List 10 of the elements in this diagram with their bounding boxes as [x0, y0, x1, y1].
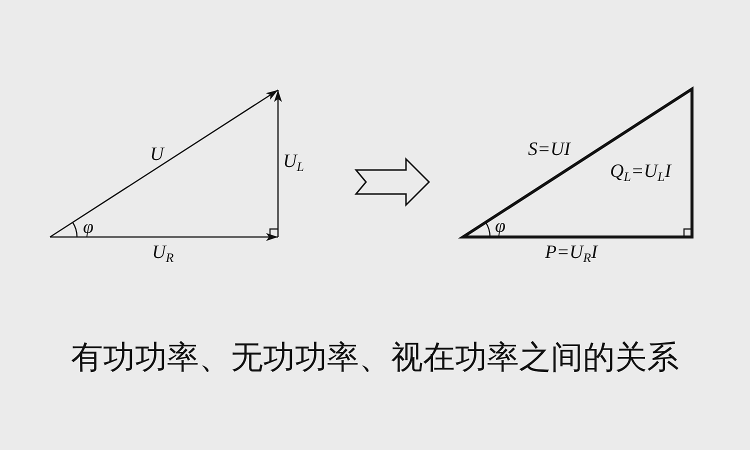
vector-label: U$_{L}$ — [283, 152, 304, 171]
angle-label: φ — [495, 217, 506, 236]
caption: 有功功率、无功功率、视在功率之间的关系 — [70, 338, 680, 376]
formula-label: P=U$_{R}$I — [545, 243, 598, 262]
formula-label: Q$_{L}$=U$_{L}$I — [610, 162, 672, 181]
formula-label: S=UI — [528, 140, 570, 159]
angle-label: φ — [83, 218, 94, 237]
vector-label: U — [150, 145, 164, 164]
hollow-arrow — [354, 157, 430, 207]
vector-label: U$_{R}$ — [152, 243, 174, 262]
